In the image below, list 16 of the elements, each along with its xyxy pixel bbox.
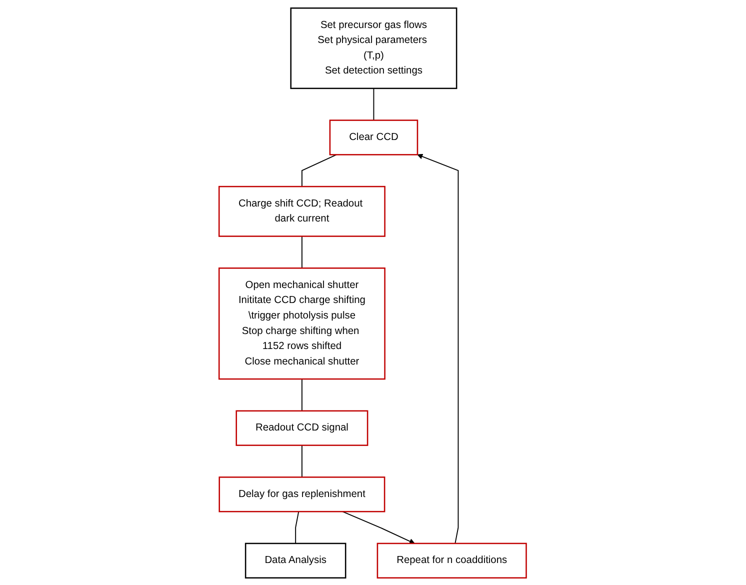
node-box: Repeat for n coadditions xyxy=(377,542,528,578)
connector xyxy=(302,378,303,411)
connector xyxy=(302,444,303,478)
node-box: Data Analysis xyxy=(245,542,347,578)
node-box: Readout CCD signal xyxy=(236,410,369,446)
node-box: Delay for gas replenishment xyxy=(219,476,386,512)
connector xyxy=(295,510,300,544)
node-box: Open mechanical shutter Inititate CCD charge shifting \trigger photolysis pulse Stop charge shifting when 1152 rows shifted Close mechanical shutter xyxy=(218,267,386,380)
connector xyxy=(302,235,303,268)
node-box: Set precursor gas flows Set physical parameters (T,p) Set detection settings xyxy=(290,6,458,89)
node-box: Clear CCD xyxy=(330,119,418,155)
node-box: Charge shift CCD; Readout dark current xyxy=(218,185,386,236)
arrow xyxy=(342,510,416,544)
connector xyxy=(374,87,375,120)
arrow xyxy=(418,153,460,544)
connector xyxy=(302,154,338,187)
